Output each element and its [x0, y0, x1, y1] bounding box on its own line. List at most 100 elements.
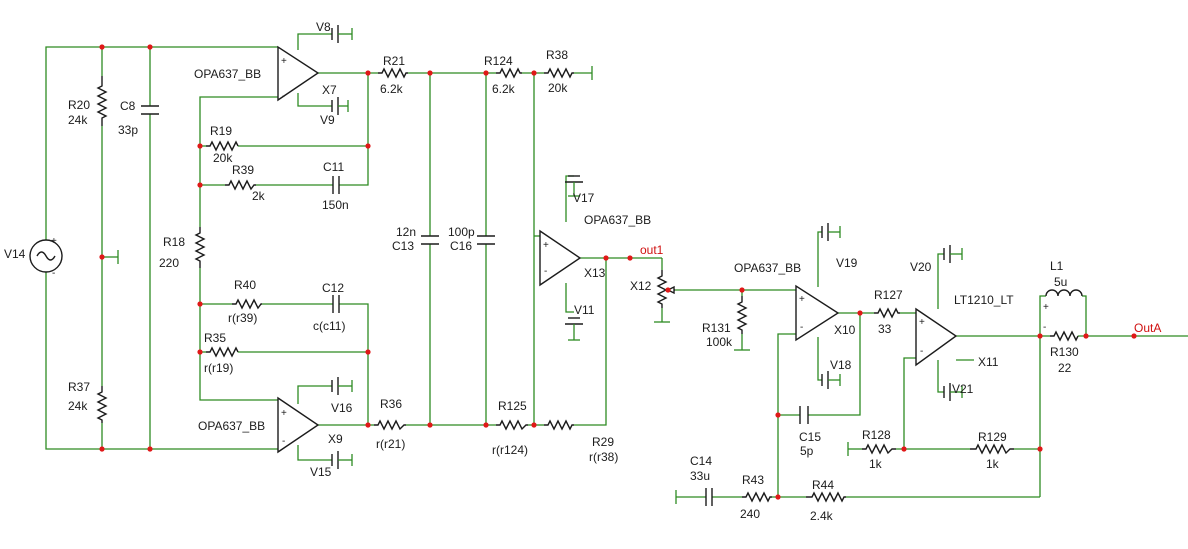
r19-value: 20k	[213, 151, 233, 165]
r125-label: R125	[498, 399, 527, 413]
r124-label: R124	[484, 54, 513, 68]
net-label-outa: OutA	[1134, 321, 1161, 335]
l1-label: L1	[1050, 259, 1064, 273]
r44-value: 2.4k	[810, 509, 834, 523]
r128-label: R128	[862, 428, 891, 442]
c14-label: C14	[690, 454, 712, 468]
v21-source	[943, 383, 963, 401]
r38-value: 20k	[548, 81, 568, 95]
v19-label: V19	[836, 256, 858, 270]
v9-source	[331, 97, 349, 115]
capacitors	[141, 105, 809, 506]
opamps	[277, 45, 958, 454]
r131-label: R131	[702, 321, 731, 335]
r19-label: R19	[210, 124, 232, 138]
minus-sign: -	[1043, 322, 1046, 333]
resistor-r124	[496, 67, 522, 79]
c13-value: 12n	[396, 225, 416, 239]
resistor-r37	[96, 386, 108, 423]
resistor-r128	[862, 443, 896, 455]
opamp-x13	[539, 229, 582, 287]
supply-connectors	[117, 25, 963, 504]
wires	[45, 33, 1188, 498]
minus-sign: -	[544, 266, 547, 277]
r128-value: 1k	[869, 457, 883, 471]
v16-source	[331, 377, 353, 395]
r43-label: R43	[742, 473, 764, 487]
resistor-r29	[544, 419, 574, 431]
plus-sign: +	[543, 240, 549, 251]
r20-value: 24k	[68, 113, 88, 127]
resistor-r129	[970, 443, 1014, 455]
plus-sign: +	[281, 408, 287, 419]
resistor-r43	[742, 491, 772, 503]
r131-value: 100k	[706, 335, 733, 349]
resistor-r38	[544, 67, 574, 79]
x11-model: LT1210_LT	[954, 293, 1014, 307]
c12-value: c(c11)	[313, 319, 345, 333]
minus-sign: -	[52, 268, 55, 279]
r129-label: R129	[978, 430, 1007, 444]
v8-label: V8	[316, 20, 331, 34]
v16-label: V16	[331, 401, 353, 415]
r40-value: r(r39)	[228, 311, 257, 325]
c16-label: C16	[450, 239, 472, 253]
capacitor-c12	[332, 295, 340, 313]
v15-label: V15	[310, 465, 332, 479]
r129-value: 1k	[986, 457, 1000, 471]
c11-label: C11	[323, 160, 344, 174]
v18-label: V18	[830, 358, 852, 372]
r20-label: R20	[68, 98, 90, 112]
capacitor-c11	[332, 176, 340, 194]
resistor-r35	[206, 346, 239, 358]
r21-value: 6.2k	[380, 82, 404, 96]
resistor-r125	[496, 419, 528, 431]
minus-sign: -	[920, 346, 923, 357]
v11-label: V11	[574, 303, 595, 317]
plus-sign: +	[919, 317, 925, 328]
r18-value: 220	[159, 256, 179, 270]
v17-source	[565, 175, 583, 197]
resistor-r18	[194, 227, 206, 268]
capacitor-c14	[705, 488, 713, 506]
x11-ref: X11	[978, 355, 999, 369]
v8-source	[331, 25, 353, 43]
v19-source	[821, 223, 841, 241]
r39-value: 2k	[252, 189, 266, 203]
r29-label: R29	[592, 435, 614, 449]
c15-label: C15	[799, 430, 821, 444]
x13-model: OPA637_BB	[584, 213, 651, 227]
resistor-r39	[225, 179, 256, 191]
v20-source	[943, 245, 963, 263]
r124-value: 6.2k	[492, 82, 516, 96]
minus-sign: -	[282, 91, 285, 102]
r35-label: R35	[204, 331, 226, 345]
r38-label: R38	[546, 48, 568, 62]
capacitor-c15	[799, 406, 809, 424]
capacitor-c16	[477, 235, 495, 245]
minus-sign: -	[282, 436, 285, 447]
v9-label: V9	[320, 113, 335, 127]
r43-value: 240	[740, 507, 760, 521]
c12-label: C12	[322, 281, 344, 295]
r127-value: 33	[878, 322, 892, 336]
r37-value: 24k	[68, 399, 88, 413]
voltage-source-v14	[29, 239, 63, 273]
x13-ref: X13	[584, 266, 606, 280]
r39-label: R39	[232, 163, 254, 177]
resistor-r44	[806, 491, 846, 503]
capacitor-c13	[421, 235, 439, 245]
c8-value: 33p	[118, 123, 138, 137]
opamp-x7	[277, 45, 320, 102]
c14-value: 33u	[690, 469, 710, 483]
r35-value: r(r19)	[204, 361, 233, 375]
v18-source	[821, 371, 841, 389]
resistor-r36	[374, 419, 406, 431]
resistor-r40	[232, 298, 262, 310]
c13-label: C13	[392, 239, 414, 253]
junction-dots	[99, 44, 1137, 500]
c16-value: 100p	[448, 225, 475, 239]
opamp-x10	[795, 284, 840, 342]
